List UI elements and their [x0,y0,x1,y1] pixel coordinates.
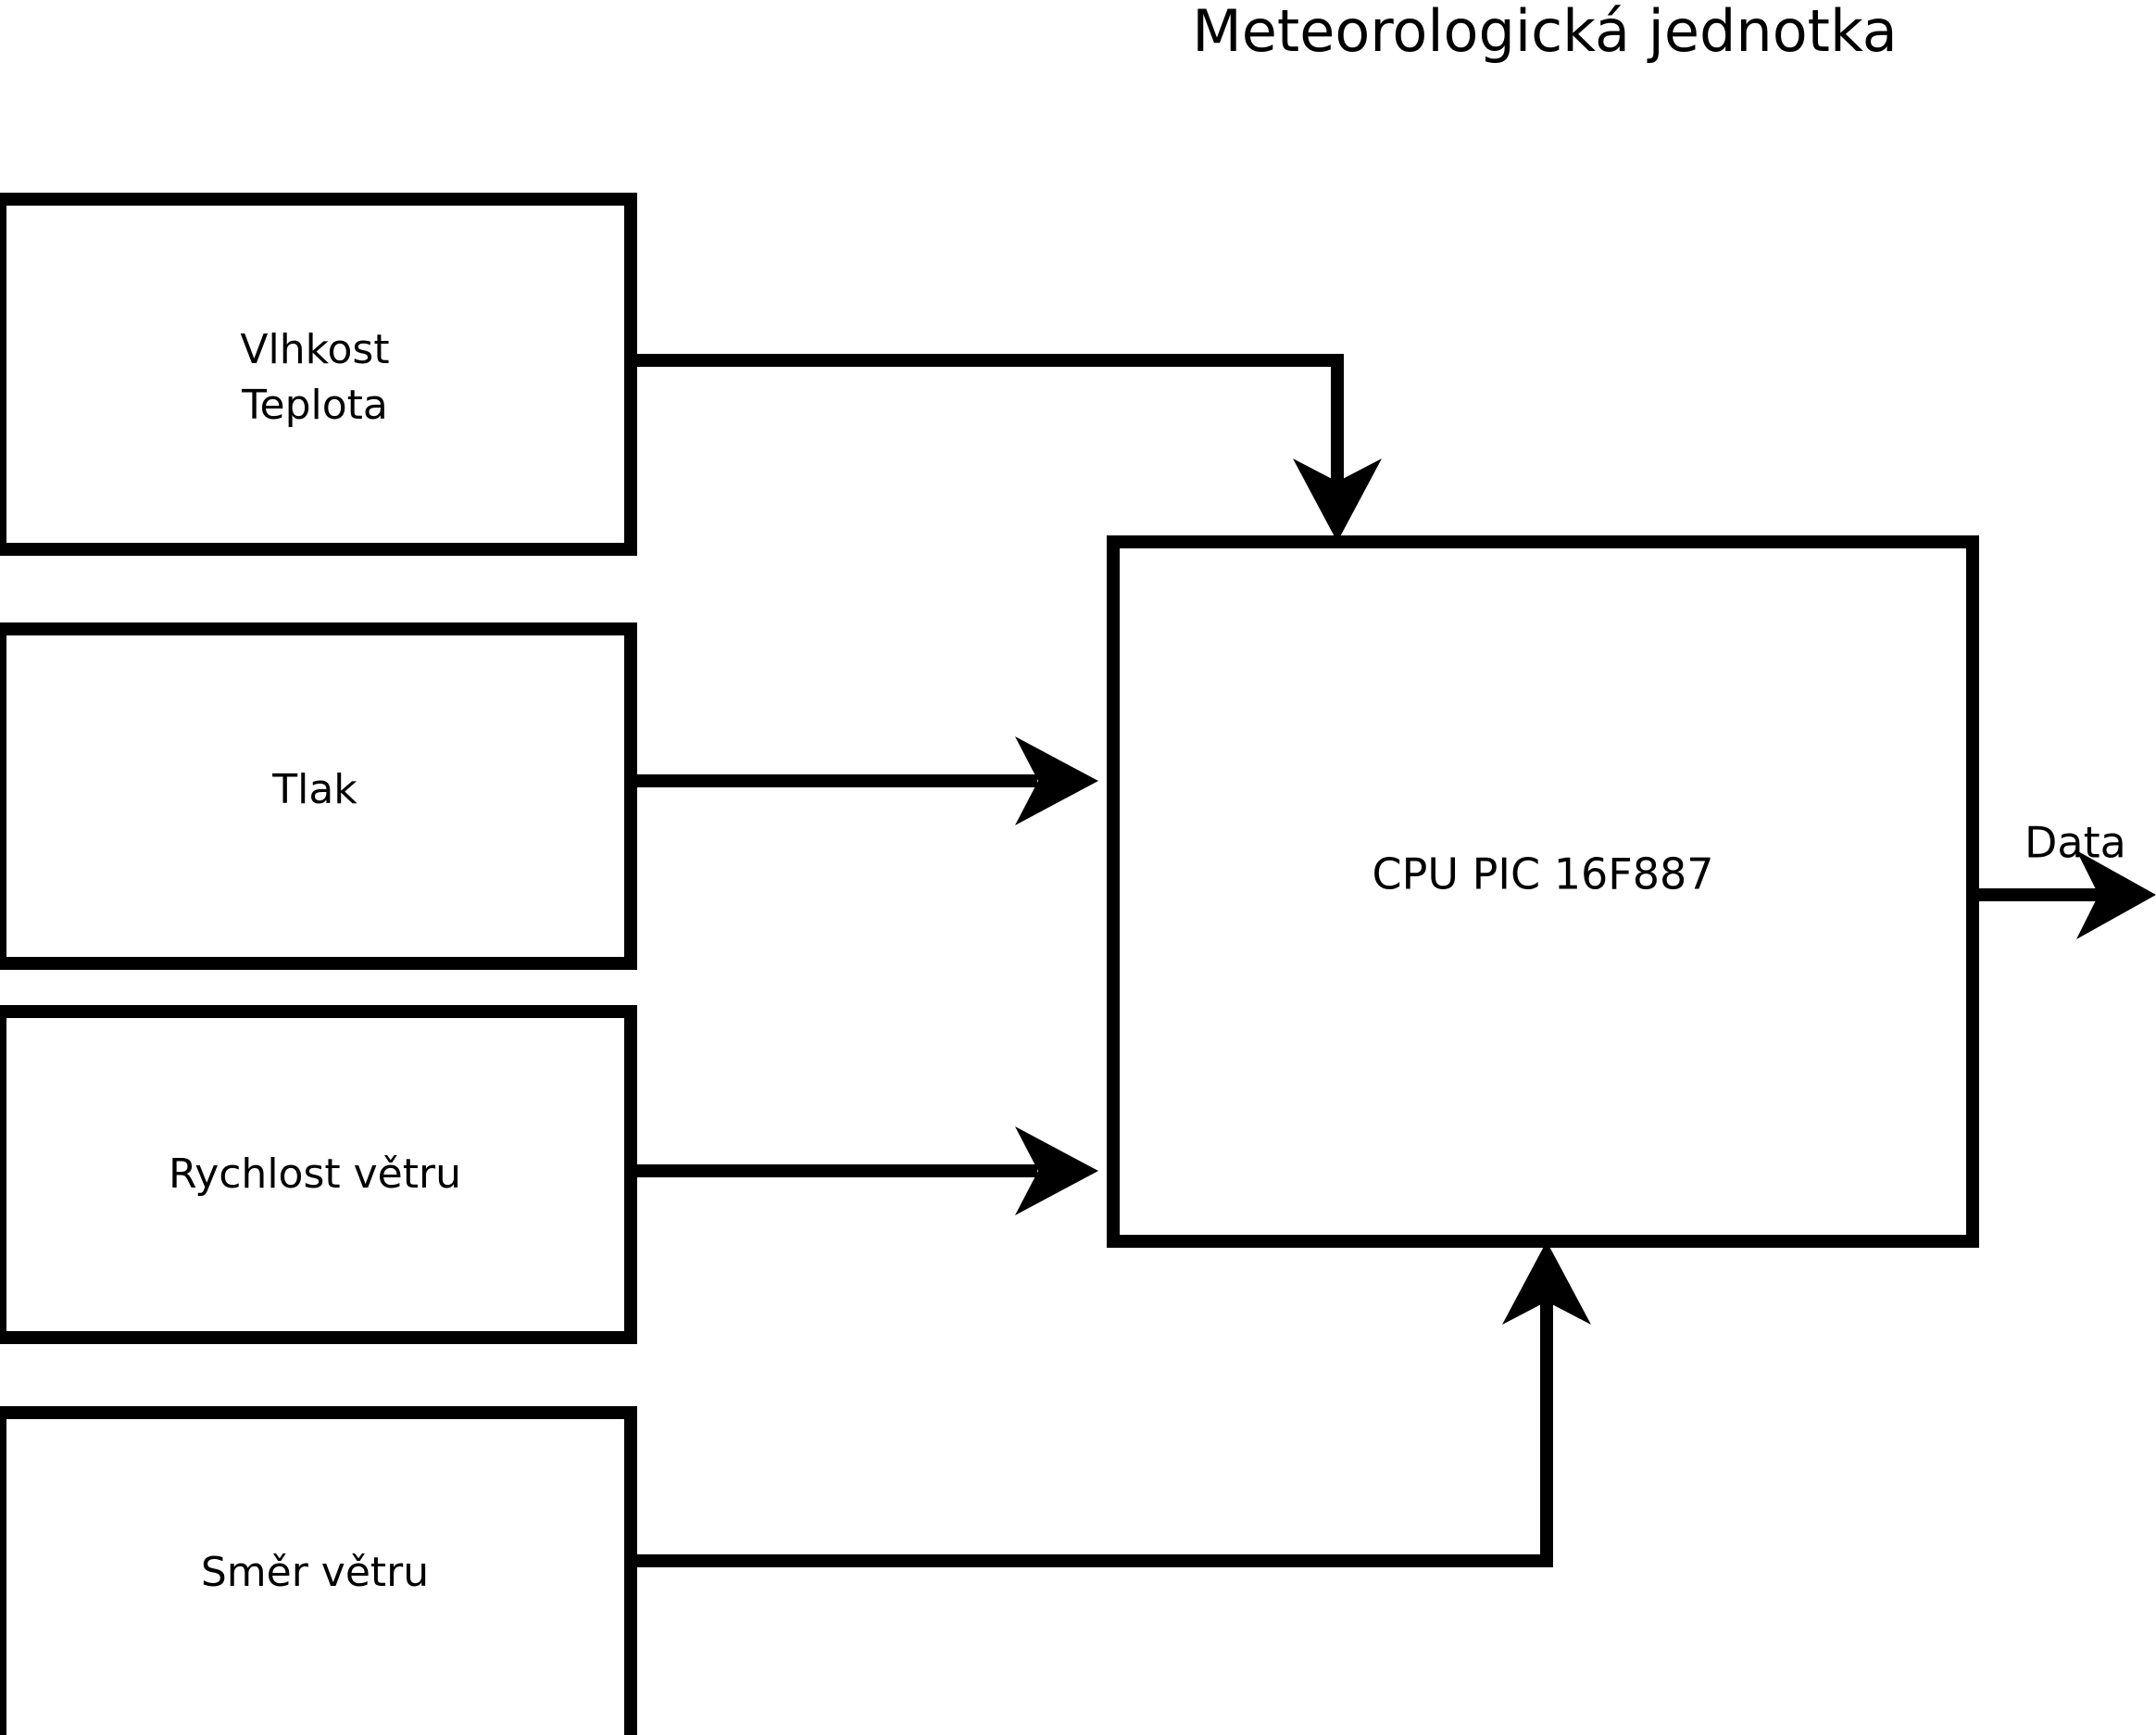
block-cpu-label: CPU PIC 16F887 [1373,849,1714,899]
block-wind-direction-label: Směr větru [201,1549,429,1596]
connection-humidity-to-cpu [631,354,1382,542]
connection-wind-speed-to-cpu-arrowhead [1015,1126,1098,1215]
block-humidity-temperature-label-line1: Vlhkost [240,326,389,373]
page-title: Meteorologická jednotka [1192,0,1898,65]
block-wind-direction-rect[interactable] [0,1406,637,1735]
connection-cpu-data-output: Data [1973,818,2156,939]
connection-humidity-to-cpu-line [631,354,1344,505]
block-pressure-rect[interactable] [0,622,637,970]
block-humidity-temperature-rect[interactable] [0,193,637,556]
connection-wind-direction-to-cpu-arrowhead [1502,1241,1591,1325]
connection-wind-direction-to-cpu-line [631,1280,1553,1567]
block-pressure-label: Tlak [271,766,357,813]
connection-humidity-to-cpu-arrowhead [1293,459,1382,542]
block-humidity-temperature-label-line2: Teplota [241,382,388,429]
block-cpu-rect[interactable] [1107,535,1979,1248]
block-wind-speed[interactable]: Rychlost větru [0,1005,637,1344]
block-wind-direction[interactable]: Směr větru [0,1406,637,1735]
block-wind-speed-label: Rychlost větru [169,1150,461,1198]
connection-pressure-to-cpu-arrowhead [1015,736,1098,825]
connection-wind-speed-to-cpu [631,1126,1098,1215]
block-wind-speed-rect[interactable] [0,1005,637,1344]
connection-cpu-data-output-arrowhead [2076,850,2156,939]
connection-wind-direction-to-cpu [631,1241,1591,1567]
block-cpu[interactable]: CPU PIC 16F887 [1107,535,1979,1248]
block-pressure[interactable]: Tlak [0,622,637,970]
connection-pressure-to-cpu [631,736,1098,825]
block-humidity-temperature[interactable]: Vlhkost Teplota [0,193,637,556]
connection-cpu-data-output-label: Data [2024,818,2126,868]
